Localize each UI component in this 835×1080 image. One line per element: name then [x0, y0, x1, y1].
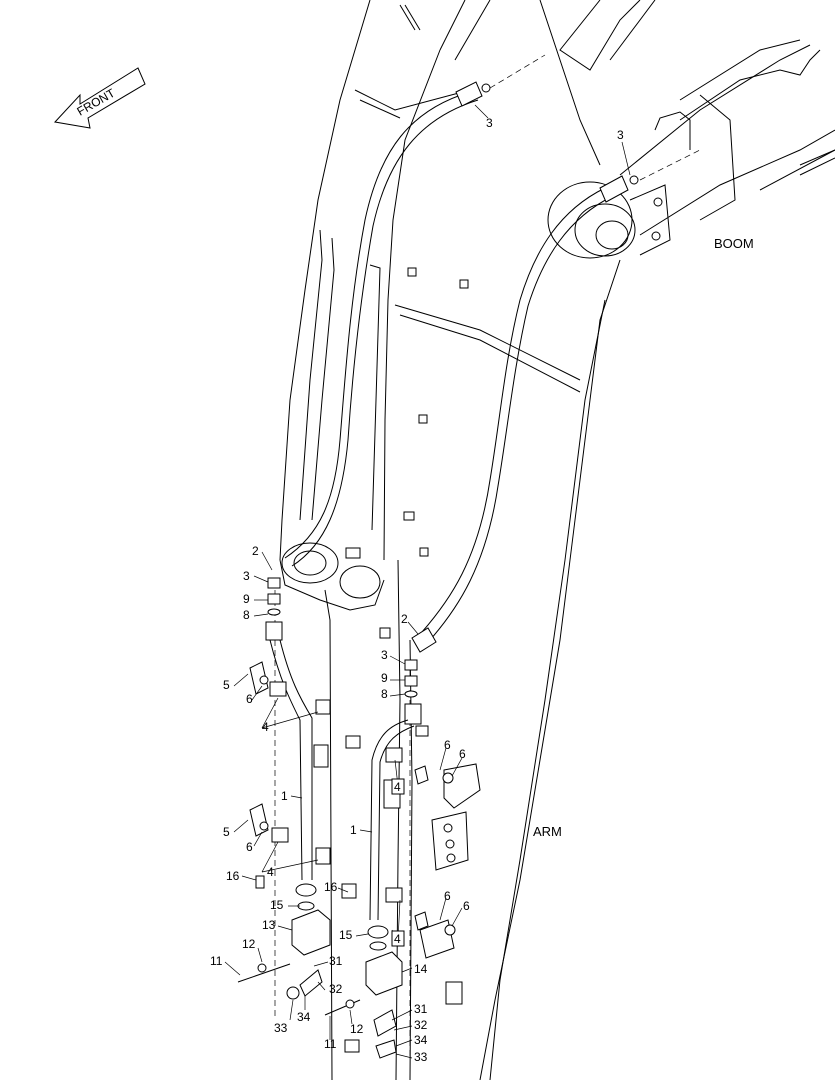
callout-4-left-bot: 4 [267, 865, 274, 879]
callout-6-left-top: 6 [246, 692, 253, 706]
callout-16-right: 16 [324, 880, 338, 894]
callout-14: 14 [414, 962, 428, 976]
callout-33-left: 33 [274, 1021, 288, 1035]
callout-6-right-b: 6 [459, 747, 466, 761]
callout-9-right: 9 [381, 671, 388, 685]
callout-4-right-bot: 4 [394, 932, 401, 946]
callout-8-right: 8 [381, 687, 388, 701]
dashed-guides [274, 54, 701, 1060]
callout-3-top-a: 3 [486, 116, 493, 130]
callout-9-left: 9 [243, 592, 250, 606]
callout-32-left: 32 [329, 982, 343, 996]
callout-31-right: 31 [414, 1002, 428, 1016]
callout-8-left: 8 [243, 608, 250, 622]
callout-12-right: 12 [350, 1022, 364, 1036]
callout-13: 13 [262, 918, 276, 932]
boom-structure [399, 0, 835, 259]
callout-16-left: 16 [226, 869, 240, 883]
callout-2-right: 2 [401, 612, 408, 626]
callout-3-right: 3 [381, 648, 388, 662]
right-pipe-assembly [324, 659, 481, 1059]
hose-right [411, 175, 639, 653]
callout-34-left: 34 [297, 1010, 311, 1024]
callout-1-left: 1 [281, 789, 288, 803]
callout-5-left-bot: 5 [223, 825, 230, 839]
callout-4-right-top: 4 [394, 780, 401, 794]
callout-numbers: 3 3 2 3 9 8 5 6 4 1 5 6 4 16 15 13 12 11… [210, 116, 624, 1064]
callout-11-right: 11 [324, 1037, 337, 1051]
callout-6-right-c: 6 [444, 889, 451, 903]
hose-left [284, 81, 491, 567]
front-direction-arrow: FRONT [54, 67, 146, 129]
arm-label: ARM [533, 824, 562, 839]
callout-12-left: 12 [242, 937, 256, 951]
callout-6-right-a: 6 [444, 738, 451, 752]
arm-structure [279, 0, 621, 1080]
callout-33-right: 33 [414, 1050, 428, 1064]
callout-1-right: 1 [350, 823, 357, 837]
leader-lines [224, 104, 631, 1059]
left-pipe-assembly [237, 577, 331, 1000]
callout-2-left: 2 [252, 544, 259, 558]
callout-34-right: 34 [414, 1033, 428, 1047]
callout-6-left-bot: 6 [246, 840, 253, 854]
callout-3-left: 3 [243, 569, 250, 583]
callout-3-top-b: 3 [617, 128, 624, 142]
callout-15-right: 15 [339, 928, 353, 942]
callout-15-left: 15 [270, 898, 284, 912]
callout-31-left: 31 [329, 954, 343, 968]
callout-5-left-top: 5 [223, 678, 230, 692]
callout-32-right: 32 [414, 1018, 428, 1032]
boom-label: BOOM [714, 236, 754, 251]
callout-4-left-top: 4 [262, 720, 269, 734]
callout-11-left: 11 [210, 954, 223, 968]
callout-6-right-d: 6 [463, 899, 470, 913]
